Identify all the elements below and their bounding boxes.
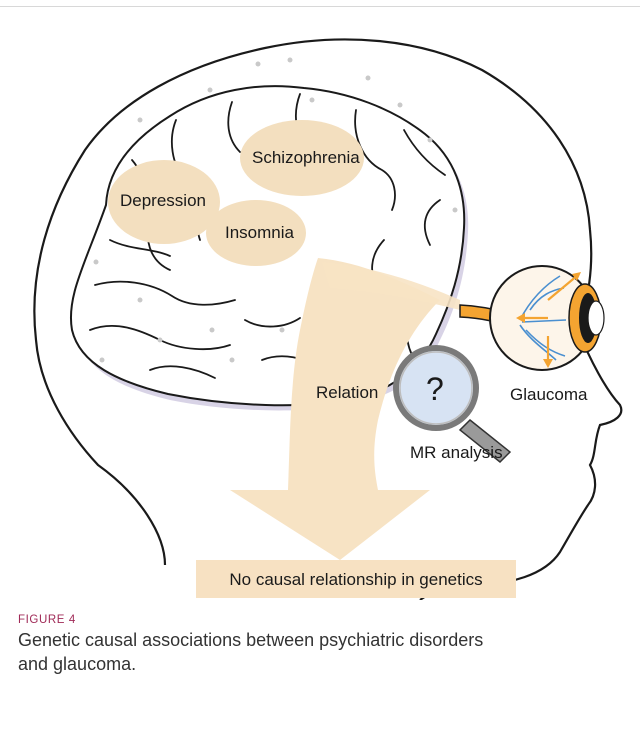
conclusion-label: No causal relationship in genetics	[229, 570, 482, 589]
mr-analysis-label: MR analysis	[410, 443, 503, 462]
relation-label: Relation	[316, 383, 378, 402]
figure-caption: Genetic causal associations between psyc…	[18, 628, 498, 676]
depression-label: Depression	[120, 191, 206, 210]
glaucoma-label: Glaucoma	[510, 385, 588, 404]
insomnia-label: Insomnia	[225, 223, 295, 242]
question-mark: ?	[426, 371, 444, 407]
diagram: Schizophrenia Depression Insomnia Relati…	[0, 0, 640, 600]
eye-icon	[460, 266, 604, 370]
schizophrenia-label: Schizophrenia	[252, 148, 360, 167]
figure-caption-block: FIGURE 4 Genetic causal associations bet…	[18, 614, 622, 676]
figure-label: FIGURE 4	[18, 614, 622, 626]
lens	[588, 301, 604, 335]
